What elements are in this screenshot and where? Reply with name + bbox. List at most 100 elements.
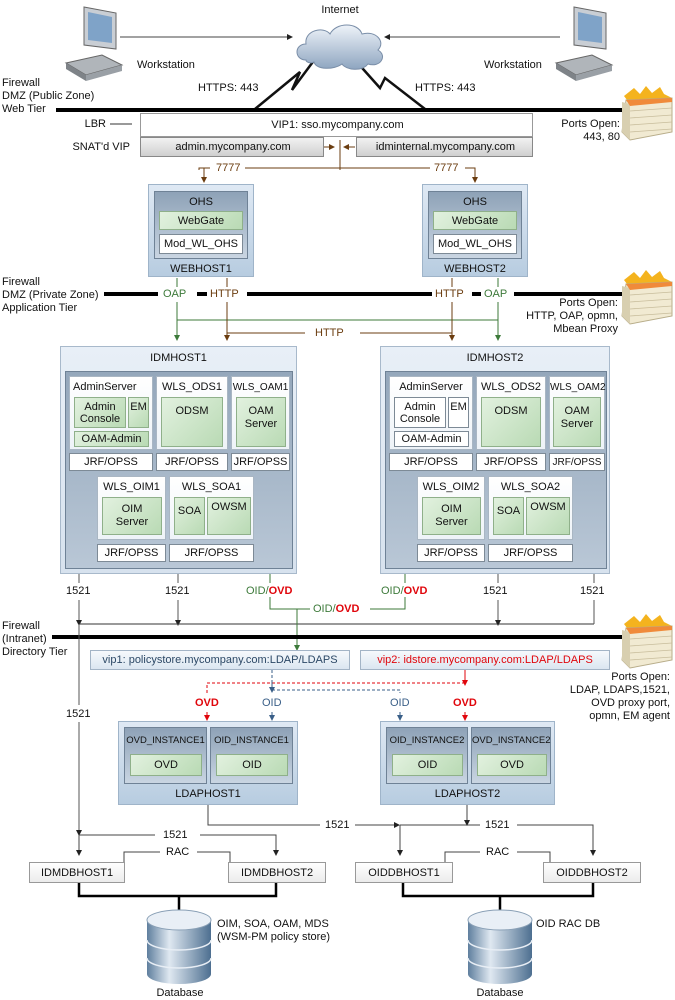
jrf-opss-oam-2: JRF/OPSS: [549, 453, 605, 471]
oap-label-right: OAP: [484, 288, 508, 300]
ovd-instance-2: OVD_INSTANCE2 OVD: [471, 727, 551, 784]
admin-console-2: Admin Console: [394, 397, 446, 428]
dir-ports-line1: LDAP, LDAPS,1521,: [569, 684, 670, 696]
idmhost-1[interactable]: IDMHOST1 AdminServer Admin Console EM OA…: [60, 346, 297, 574]
wls-ods-2: WLS_ODS2 ODSM: [476, 376, 546, 450]
oiddbhost-2[interactable]: OIDDBHOST2: [543, 862, 641, 883]
port-1521-a: 1521: [66, 585, 91, 597]
owsm-1: OWSM: [207, 497, 251, 535]
oap-label-left: OAP: [163, 288, 187, 300]
http-label-right: HTTP: [435, 288, 464, 300]
oid-ovd-label-merged: OID/OVD: [313, 603, 360, 615]
ovd-instance-1: OVD_INSTANCE1 OVD: [124, 727, 207, 784]
app-ports-line2: Mbean Proxy: [553, 323, 618, 335]
web-ports-list: 443, 80: [583, 131, 620, 143]
oid-instance-1: OID_INSTANCE1 OID: [210, 727, 293, 784]
firewall-web-icon: [621, 86, 673, 141]
database-2-label: Database: [476, 987, 524, 999]
em-1: EM: [128, 397, 149, 428]
webhost-2[interactable]: OHS WebGate Mod_WL_OHS WEBHOST2: [422, 184, 528, 277]
idmhost-2[interactable]: IDMHOST2 AdminServer Admin Console EM OA…: [380, 346, 610, 574]
jrf-opss-oim-2: JRF/OPSS: [417, 544, 485, 562]
vip1-policystore[interactable]: vip1: policystore.mycompany.com:LDAP/LDA…: [90, 650, 350, 670]
jrf-opss-soa-2: JRF/OPSS: [488, 544, 573, 562]
admin-server-2: AdminServer Admin Console EM OAM-Admin: [389, 376, 473, 450]
port-1521-oiddb: 1521: [485, 819, 510, 831]
oid-label-1: OID: [262, 697, 282, 709]
idmhost-2-label: IDMHOST2: [466, 352, 524, 364]
port-1521-d: 1521: [580, 585, 605, 597]
oam-server-2: OAM Server: [553, 397, 601, 447]
oam-admin-1: OAM-Admin: [74, 431, 149, 447]
webgate-2: WebGate: [433, 211, 517, 230]
wls-oim-2: WLS_OIM2 OIM Server: [417, 476, 485, 540]
port-7777-right: 7777: [432, 162, 461, 175]
vip2-idstore[interactable]: vip2: idstore.mycompany.com:LDAP/LDAPS: [360, 650, 610, 670]
lbr-label: LBR: [84, 118, 106, 130]
oim-server-2: OIM Server: [422, 497, 481, 535]
ldaphost-2-label: LDAPHOST2: [434, 788, 501, 800]
oid-app-1: OID: [216, 754, 288, 776]
oid-ovd-label-1: OID/OVD: [246, 585, 293, 597]
workstation-1-label: Workstation: [137, 59, 195, 71]
oid-label-2: OID: [390, 697, 410, 709]
admin-server-1: AdminServer Admin Console EM OAM-Admin: [69, 376, 153, 450]
jrf-opss-oam-1: JRF/OPSS: [231, 453, 290, 471]
workstation-2-label: Workstation: [484, 59, 542, 71]
https-left-label: HTTPS: 443: [198, 82, 259, 94]
ldaphost-1[interactable]: OVD_INSTANCE1 OVD OID_INSTANCE1 OID LDAP…: [118, 721, 298, 805]
odsm-1: ODSM: [161, 397, 223, 447]
wls-ods-1: WLS_ODS1 ODSM: [156, 376, 228, 450]
firewall-app-icon: [621, 270, 673, 325]
owsm-2: OWSM: [526, 497, 570, 535]
em-2: EM: [448, 397, 469, 428]
oid-instance-2: OID_INSTANCE2 OID: [386, 727, 468, 784]
database-1-desc-2: (WSM-PM policy store): [217, 931, 331, 943]
jrf-opss-ods-2: JRF/OPSS: [476, 453, 546, 471]
mod-wl-ohs-2: Mod_WL_OHS: [433, 234, 517, 254]
web-tier-label: Firewall DMZ (Public Zone) Web Tier: [2, 77, 95, 115]
odsm-2: ODSM: [481, 397, 541, 447]
idminternal-vip[interactable]: idminternal.mycompany.com: [356, 137, 533, 157]
soa-app-1: SOA: [174, 497, 205, 535]
jrf-opss-soa-1: JRF/OPSS: [169, 544, 254, 562]
oiddbhost-1[interactable]: OIDDBHOST1: [355, 862, 453, 883]
wls-oam-1: WLS_OAM1 OAM Server: [231, 376, 290, 450]
admin-vip[interactable]: admin.mycompany.com: [140, 137, 324, 157]
webgate-1: WebGate: [159, 211, 243, 230]
wls-soa-1: WLS_SOA1 SOA OWSM: [169, 476, 254, 540]
database-1-icon: [146, 909, 212, 984]
https-right-label: HTTPS: 443: [415, 82, 476, 94]
app-ports-line1: HTTP, OAP, opmn,: [526, 310, 618, 322]
rac-label-idm: RAC: [166, 846, 190, 858]
jrf-opss-admin-2: JRF/OPSS: [389, 453, 473, 471]
https-right-bolt: [354, 59, 426, 110]
app-tier-label: Firewall DMZ (Private Zone) Application …: [2, 276, 99, 314]
app-ports-title: Ports Open:: [559, 297, 618, 309]
internet-label: Internet: [321, 4, 359, 16]
ldaphost-1-label: LDAPHOST1: [175, 788, 241, 800]
idmhost-1-label: IDMHOST1: [150, 352, 207, 364]
snat-vip-label: SNAT'd VIP: [72, 141, 130, 153]
ldaphost-2[interactable]: OID_INSTANCE2 OID OVD_INSTANCE2 OVD LDAP…: [380, 721, 555, 805]
database-1-desc-1: OIM, SOA, OAM, MDS: [217, 918, 329, 930]
ovd-label-2: OVD: [453, 697, 477, 709]
ovd-label-1: OVD: [195, 697, 219, 709]
wls-soa-2: WLS_SOA2 SOA OWSM: [488, 476, 573, 540]
idmdbhost-2[interactable]: IDMDBHOST2: [228, 862, 326, 883]
dir-ports-line3: opmn, EM agent: [589, 710, 670, 722]
webhost-1[interactable]: OHS WebGate Mod_WL_OHS WEBHOST1: [148, 184, 254, 277]
vip1-sso[interactable]: VIP1: sso.mycompany.com: [140, 113, 533, 137]
rac-label-oid: RAC: [486, 846, 510, 858]
oam-admin-2: OAM-Admin: [394, 431, 469, 447]
firewall-dir-icon: [621, 614, 673, 669]
port-1521-ldap-to-db: 1521: [325, 819, 350, 831]
dir-ports-title: Ports Open:: [611, 671, 670, 683]
web-ports-title: Ports Open:: [561, 118, 620, 130]
jrf-opss-ods-1: JRF/OPSS: [156, 453, 228, 471]
oid-ovd-label-2: OID/OVD: [381, 585, 428, 597]
database-1-label: Database: [156, 987, 204, 999]
idmdbhost-1[interactable]: IDMDBHOST1: [29, 862, 125, 883]
jrf-opss-oim-1: JRF/OPSS: [97, 544, 166, 562]
